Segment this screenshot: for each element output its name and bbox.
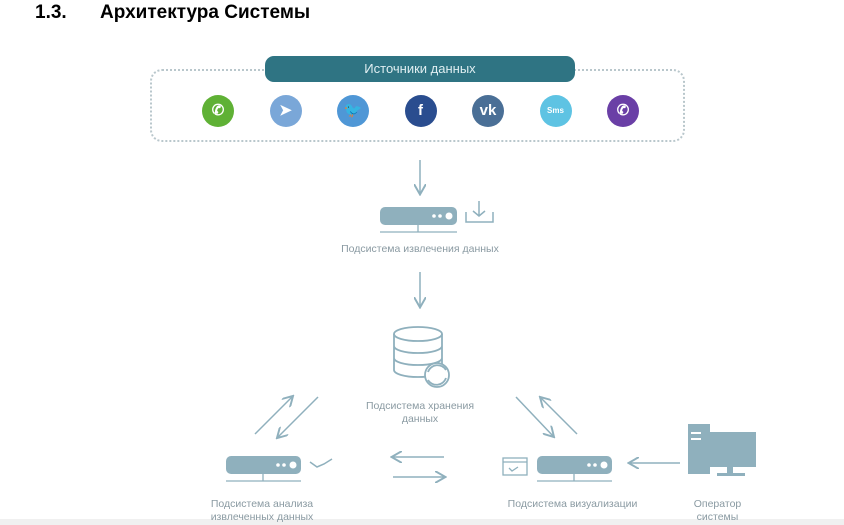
page-title: Архитектура Системы <box>100 2 311 23</box>
server-icon-visualization <box>537 456 612 482</box>
telegram-icon: ➤ <box>269 95 302 127</box>
analysis-label-1: Подсистема анализа <box>210 498 314 510</box>
server-icon-extraction <box>380 207 457 233</box>
server-icon-analysis <box>226 456 301 482</box>
page-bottom-strip <box>0 519 844 525</box>
storage-label-2: данных <box>401 413 439 425</box>
database-sync-icon <box>393 326 450 388</box>
sms-icon: Sms <box>539 95 572 127</box>
whatsapp-icon: ✆ <box>202 95 234 127</box>
sources-title: Источники данных <box>265 56 575 82</box>
vk-icon: vk <box>472 95 504 127</box>
operator-label-1: Оператор <box>693 498 742 510</box>
chart-line-icon <box>309 458 333 468</box>
operator-label-2: системы <box>696 511 739 523</box>
arrow-vis-to-storage <box>541 398 578 435</box>
visualization-label: Подсистема визуализации <box>507 498 638 510</box>
viber-icon: ✆ <box>607 95 639 127</box>
storage-label-1: Подсистема хранения <box>365 400 475 412</box>
section-number: 1.3. <box>35 2 67 23</box>
arrow-storage-to-analysis <box>278 396 319 437</box>
arrow-storage-to-vis <box>515 396 553 436</box>
arrow-analysis-to-storage <box>254 397 292 435</box>
browser-window-icon <box>502 457 528 476</box>
facebook-icon: f <box>404 95 437 127</box>
computer-icon <box>688 424 756 476</box>
extraction-label: Подсистема извлечения данных <box>341 243 499 255</box>
twitter-icon: 🐦 <box>337 95 369 127</box>
download-icon <box>465 201 494 223</box>
analysis-label-2: извлеченных данных <box>210 511 314 523</box>
